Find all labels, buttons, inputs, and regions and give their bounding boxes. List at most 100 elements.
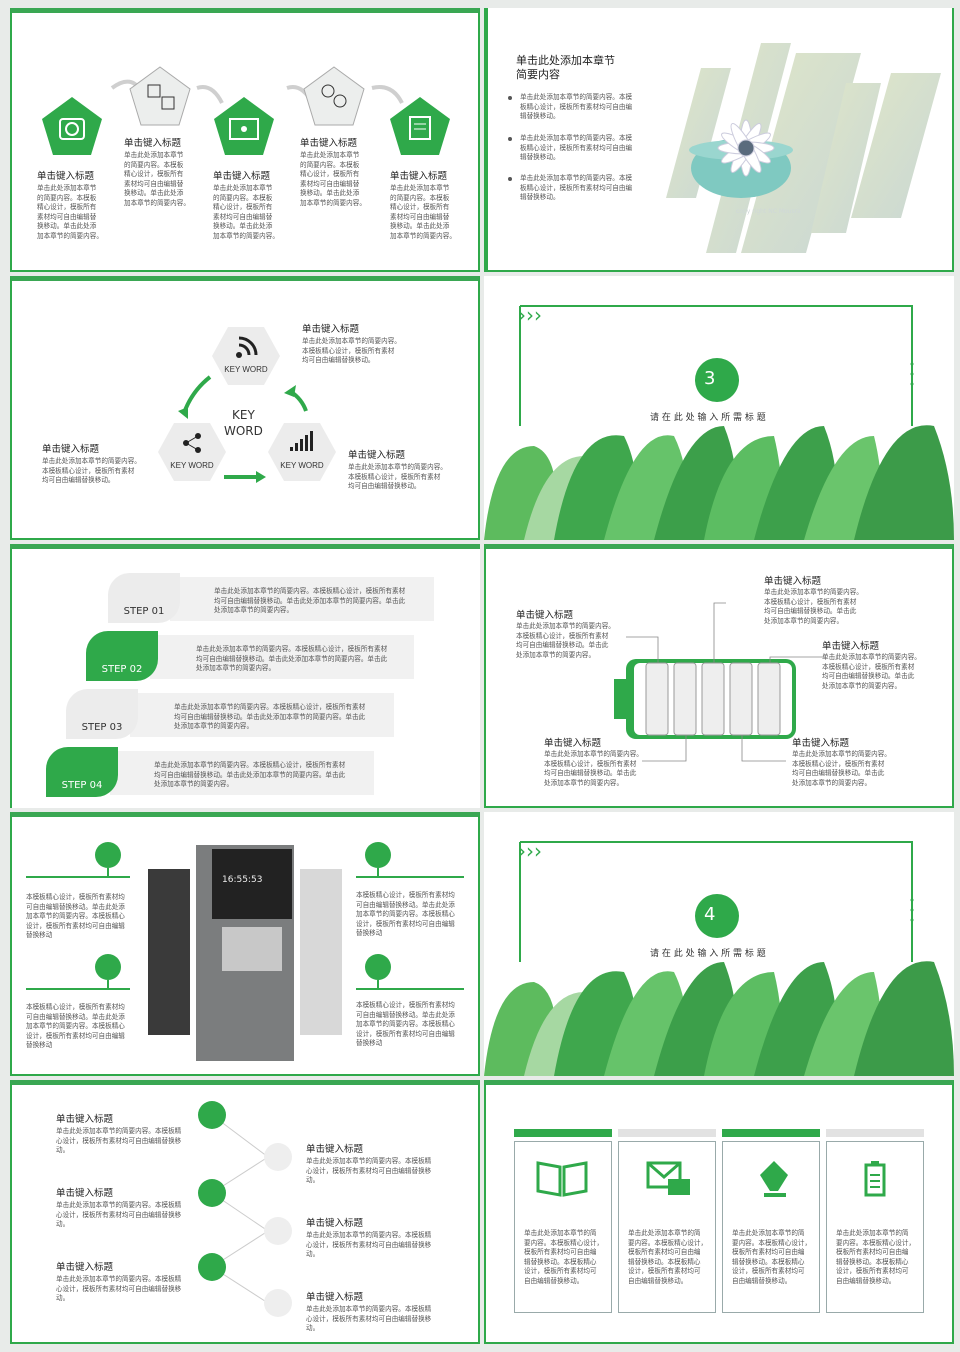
item-title: 单击键入标题 — [213, 171, 271, 182]
battery-icon — [864, 1161, 886, 1197]
svg-text:›››: ››› — [518, 839, 542, 863]
text-title: 单击键入标题 — [306, 1218, 364, 1229]
photo-and-markers — [26, 842, 464, 1061]
text-body: 单击此处添加本章节的简要内容。本模板精 心设计，模板所有素材均可自由编辑替换移 … — [306, 1305, 432, 1333]
svg-text:›››: ››› — [518, 303, 542, 327]
slide-10-cards[interactable]: 单击此处添加本章节的简 要内容。本模板精心设计， 模板所有素材均可自由编 辑替换… — [484, 1080, 954, 1344]
step-body: 单击此处添加本章节的简要内容。本模板精心设计，模板所有素材 均可自由编辑替换移动… — [214, 587, 406, 615]
signal-bars-icon: KEY WORD — [268, 423, 336, 481]
step-4-tab[interactable]: STEP 04 — [46, 747, 118, 797]
card-text: 单击此处添加本章节的简 要内容。本模板精心设计， 模板所有素材均可自由编 辑替换… — [732, 1229, 812, 1285]
card[interactable] — [618, 1141, 716, 1313]
section-subtitle: 请 在 此 处 输 入 所 需 标 题 — [650, 413, 766, 423]
text-title: 单击键入标题 — [56, 1262, 114, 1273]
slide-2[interactable]: 单击此处添加本章节 简要内容 单击此处添加本章节的简要内容。本模 板精心设计，模… — [484, 8, 954, 272]
slide-5-steps[interactable]: STEP 01 单击此处添加本章节的简要内容。本模板精心设计，模板所有素材 均可… — [10, 544, 480, 808]
card-text: 单击此处添加本章节的简 要内容。本模板精心设计， 模板所有素材均可自由编 辑替换… — [628, 1229, 708, 1285]
text-body: 单击此处添加本章节的简要内容。本模板精 心设计，模板所有素材均可自由编辑替换移 … — [56, 1127, 182, 1155]
svg-text:KEY WORD: KEY WORD — [170, 461, 214, 470]
chat-list-icon — [129, 66, 191, 126]
card-text: 单击此处添加本章节的简 要内容。本模板精心设计， 模板所有素材均可自由编 辑替换… — [836, 1229, 916, 1285]
text-title: 单击键入标题 — [822, 641, 880, 652]
item-body: 单击此处添加本章节 的简要内容。本模板 精心设计，模板所有 素材均可自由编辑替 … — [300, 151, 366, 207]
item-body: 单击此处添加本章节 的简要内容。本模板 精心设计，模板所有 素材均可自由编辑替 … — [390, 184, 456, 240]
text-body: 单击此处添加本章节的简要内容。 本模板精心设计，模板所有素材 均可自由编辑替换移… — [544, 750, 643, 787]
watermark: copy right NC Mousra — [736, 208, 801, 215]
text-body: 单击此处添加本章节的简要内容。本模板精 心设计，模板所有素材均可自由编辑替换移 … — [56, 1201, 182, 1229]
step-1-tab[interactable]: STEP 01 — [108, 573, 180, 623]
text-body: 单击此处添加本章节的简要内容。本模板精 心设计，模板所有素材均可自由编辑替换移 … — [56, 1275, 182, 1303]
bullet-text: 单击此处添加本章节的简要内容。本模 板精心设计，模板所有素材均可自由编 辑替换移… — [520, 93, 633, 121]
text-body: 本模板精心设计，模板所有素材均 可自由编辑替换移动。单击此处添 加本章节的简要内… — [26, 1003, 125, 1050]
text-title: 单击键入标题 — [764, 576, 822, 587]
svg-text:KEY WORD: KEY WORD — [280, 461, 324, 470]
phone-icon — [42, 97, 102, 155]
bullet-text: 单击此处添加本章节的简要内容。本模 板精心设计，模板所有素材均可自由编 辑替换移… — [520, 134, 633, 162]
text-body: 单击此处添加本章节的简要内容。 本模板精心设计，模板所有素材 均可自由编辑替换移… — [764, 588, 863, 625]
section-graphics: ››› — [484, 839, 954, 1076]
text-title: 单击键入标题 — [792, 738, 850, 749]
slide-8-section[interactable]: ››› 4 请 在 此 处 输 入 所 需 标 题 — [484, 812, 954, 1076]
rss-icon: KEY WORD — [212, 327, 280, 385]
text-body: 单击此处添加本章节的简要内容。 本模板精心设计，模板所有素材 均可自由编辑替换移… — [822, 653, 921, 690]
text-body: 单击此处添加本章节的简要内容。 本模板精心设计，模板所有素材 均可自由编辑替换移… — [42, 457, 141, 485]
slide-3[interactable]: KEY WORD KEY WORD KEY WORD KEY WORD 单击键入… — [10, 276, 480, 540]
section-graphics: ››› — [484, 303, 954, 540]
item-body: 单击此处添加本章节 的简要内容。本模板 精心设计，模板所有 素材均可自由编辑替 … — [213, 184, 279, 240]
text-body: 单击此处添加本章节的简要内容。本模板精 心设计，模板所有素材均可自由编辑替换移 … — [306, 1231, 432, 1259]
battery-graphic — [614, 602, 826, 762]
mail-icon — [646, 1161, 690, 1195]
card[interactable] — [826, 1141, 924, 1313]
text-body: 单击此处添加本章节的简要内容。 本模板精心设计，模板所有素材 均可自由编辑替换移… — [348, 463, 447, 491]
pen-icon — [760, 1161, 788, 1197]
flower-photo-collage — [666, 43, 941, 253]
text-title: 单击键入标题 — [56, 1114, 114, 1125]
slide-1[interactable]: 单击键入标题 单击此处添加本章节 的简要内容。本模板 精心设计，模板所有 素材均… — [10, 8, 480, 272]
document-icon — [390, 97, 450, 155]
folder-users-icon — [214, 97, 274, 155]
text-body: 本模板精心设计，模板所有素材均 可自由编辑替换移动。单击此处添 加本章节的简要内… — [26, 893, 125, 940]
share-icon: KEY WORD — [158, 423, 226, 481]
item-title: 单击键入标题 — [390, 171, 448, 182]
text-body: 本模板精心设计，模板所有素材均 可自由编辑替换移动。单击此处添 加本章节的简要内… — [356, 891, 455, 938]
item-body: 单击此处添加本章节 的简要内容。本模板 精心设计，模板所有 素材均可自由编辑替 … — [37, 184, 103, 240]
text-title: 单击键入标题 — [42, 444, 100, 455]
text-body: 本模板精心设计，模板所有素材均 可自由编辑替换移动。单击此处添 加本章节的简要内… — [356, 1001, 455, 1048]
bullet-text: 单击此处添加本章节的简要内容。本模 板精心设计，模板所有素材均可自由编 辑替换移… — [520, 174, 633, 202]
step-2-tab[interactable]: STEP 02 — [86, 631, 158, 681]
text-title: 单击键入标题 — [302, 324, 360, 335]
text-title: 单击键入标题 — [516, 610, 574, 621]
step-body: 单击此处添加本章节的简要内容。本模板精心设计，模板所有素材 均可自由编辑替换移动… — [196, 645, 388, 673]
section-number: 3 — [704, 368, 716, 389]
section-number: 4 — [704, 904, 716, 925]
text-title: 单击键入标题 — [348, 450, 406, 461]
text-title: 单击键入标题 — [56, 1188, 114, 1199]
text-body: 单击此处添加本章节的简要内容。 本模板精心设计，模板所有素材 均可自由编辑替换移… — [516, 622, 615, 659]
slide-6-battery[interactable]: 单击键入标题 单击此处添加本章节的简要内容。 本模板精心设计，模板所有素材 均可… — [484, 544, 954, 808]
team-icon — [303, 66, 365, 126]
item-title: 单击键入标题 — [300, 138, 358, 149]
text-title: 单击键入标题 — [306, 1144, 364, 1155]
slide-7-photo[interactable]: 16:55:53 本模板精心设计，模板所有素材均 可自由编辑替换移动。单击此处添… — [10, 812, 480, 1076]
center-keyword: KEY WORD — [224, 408, 263, 438]
slide-4-section[interactable]: ››› 3 请 在 此 处 输 入 所 需 标 题 — [484, 276, 954, 540]
text-body: 单击此处添加本章节的简要内容。本模板精 心设计，模板所有素材均可自由编辑替换移 … — [306, 1157, 432, 1185]
item-title: 单击键入标题 — [37, 171, 95, 182]
card-text: 单击此处添加本章节的简 要内容。本模板精心设计， 模板所有素材均可自由编 辑替换… — [524, 1229, 604, 1285]
item-title: 单击键入标题 — [124, 138, 182, 149]
text-body: 单击此处添加本章节的简要内容。 本模板精心设计，模板所有素材 均可自由编辑替换移… — [792, 750, 891, 787]
step-body: 单击此处添加本章节的简要内容。本模板精心设计，模板所有素材 均可自由编辑替换移动… — [174, 703, 366, 731]
slide-9-timeline[interactable]: 单击键入标题 单击此处添加本章节的简要内容。本模板精 心设计，模板所有素材均可自… — [10, 1080, 480, 1344]
cycle-arrows — [178, 375, 308, 483]
hex-label: KEY WORD — [224, 365, 268, 374]
book-icon — [536, 1161, 588, 1197]
step-body: 单击此处添加本章节的简要内容。本模板精心设计，模板所有素材 均可自由编辑替换移动… — [154, 761, 346, 789]
clock-text: 16:55:53 — [222, 875, 263, 885]
section-subtitle: 请 在 此 处 输 入 所 需 标 题 — [650, 949, 766, 959]
text-title: 单击键入标题 — [306, 1292, 364, 1303]
text-title: 单击键入标题 — [544, 738, 602, 749]
step-3-tab[interactable]: STEP 03 — [66, 689, 138, 739]
item-body: 单击此处添加本章节 的简要内容。本模板 精心设计，模板所有 素材均可自由编辑替 … — [124, 151, 190, 207]
timeline-graphics — [198, 1101, 292, 1317]
text-body: 单击此处添加本章节的简要内容。 本模板精心设计，模板所有素材 均可自由编辑替换移… — [302, 337, 401, 365]
